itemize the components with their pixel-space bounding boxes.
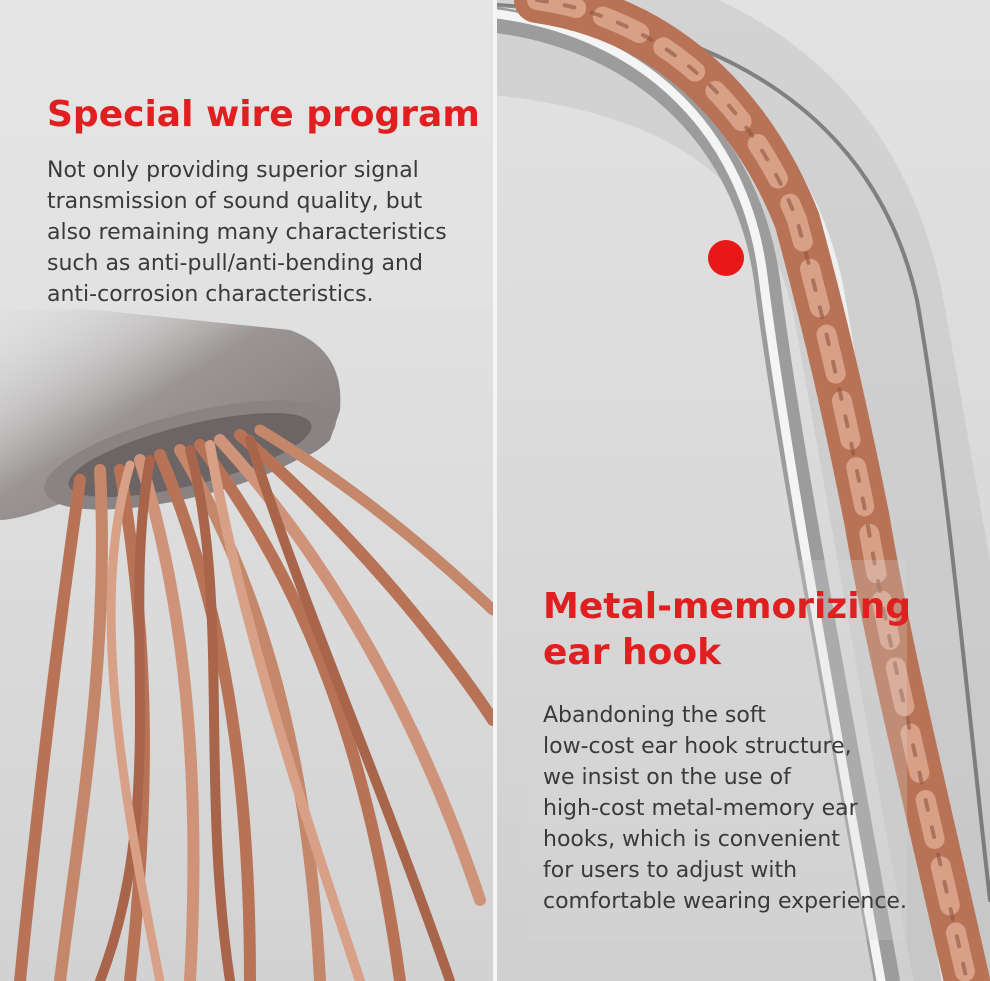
red-dot-icon (708, 240, 744, 276)
ear-hook-heading: Metal-memorizing ear hook (543, 584, 911, 676)
description-line: high-cost metal-memory ear (543, 796, 858, 821)
heading-line: ear hook (543, 632, 722, 673)
twisted-copper-cable (514, 0, 990, 981)
heading-line: Metal-memorizing (543, 586, 911, 627)
ear-hook-illustration (497, 0, 990, 981)
ear-hook-panel (497, 0, 990, 981)
copper-strands (14, 424, 493, 981)
memory-wire (497, 7, 900, 981)
wire-bundle-illustration (0, 0, 493, 981)
description-line: anti-corrosion characteristics. (47, 282, 374, 307)
description-line: comfortable wearing experience. (543, 889, 907, 914)
description-line: we insist on the use of (543, 765, 791, 790)
description-line: such as anti-pull/anti-bending and (47, 251, 423, 276)
special-wire-panel: Special wire program Not only providing … (0, 0, 493, 981)
description-line: low-cost ear hook structure, (543, 734, 852, 759)
description-line: also remaining many characteristics (47, 220, 447, 245)
special-wire-heading: Special wire program (47, 94, 480, 135)
description-line: transmission of sound quality, but (47, 189, 423, 214)
panel-divider (493, 0, 497, 981)
ear-hook-description: Abandoning the soft low-cost ear hook st… (543, 700, 907, 917)
description-line: Abandoning the soft (543, 703, 766, 728)
description-line: hooks, which is convenient (543, 827, 840, 852)
description-line: for users to adjust with (543, 858, 798, 883)
description-line: Not only providing superior signal (47, 158, 419, 183)
special-wire-description: Not only providing superior signal trans… (47, 155, 447, 310)
